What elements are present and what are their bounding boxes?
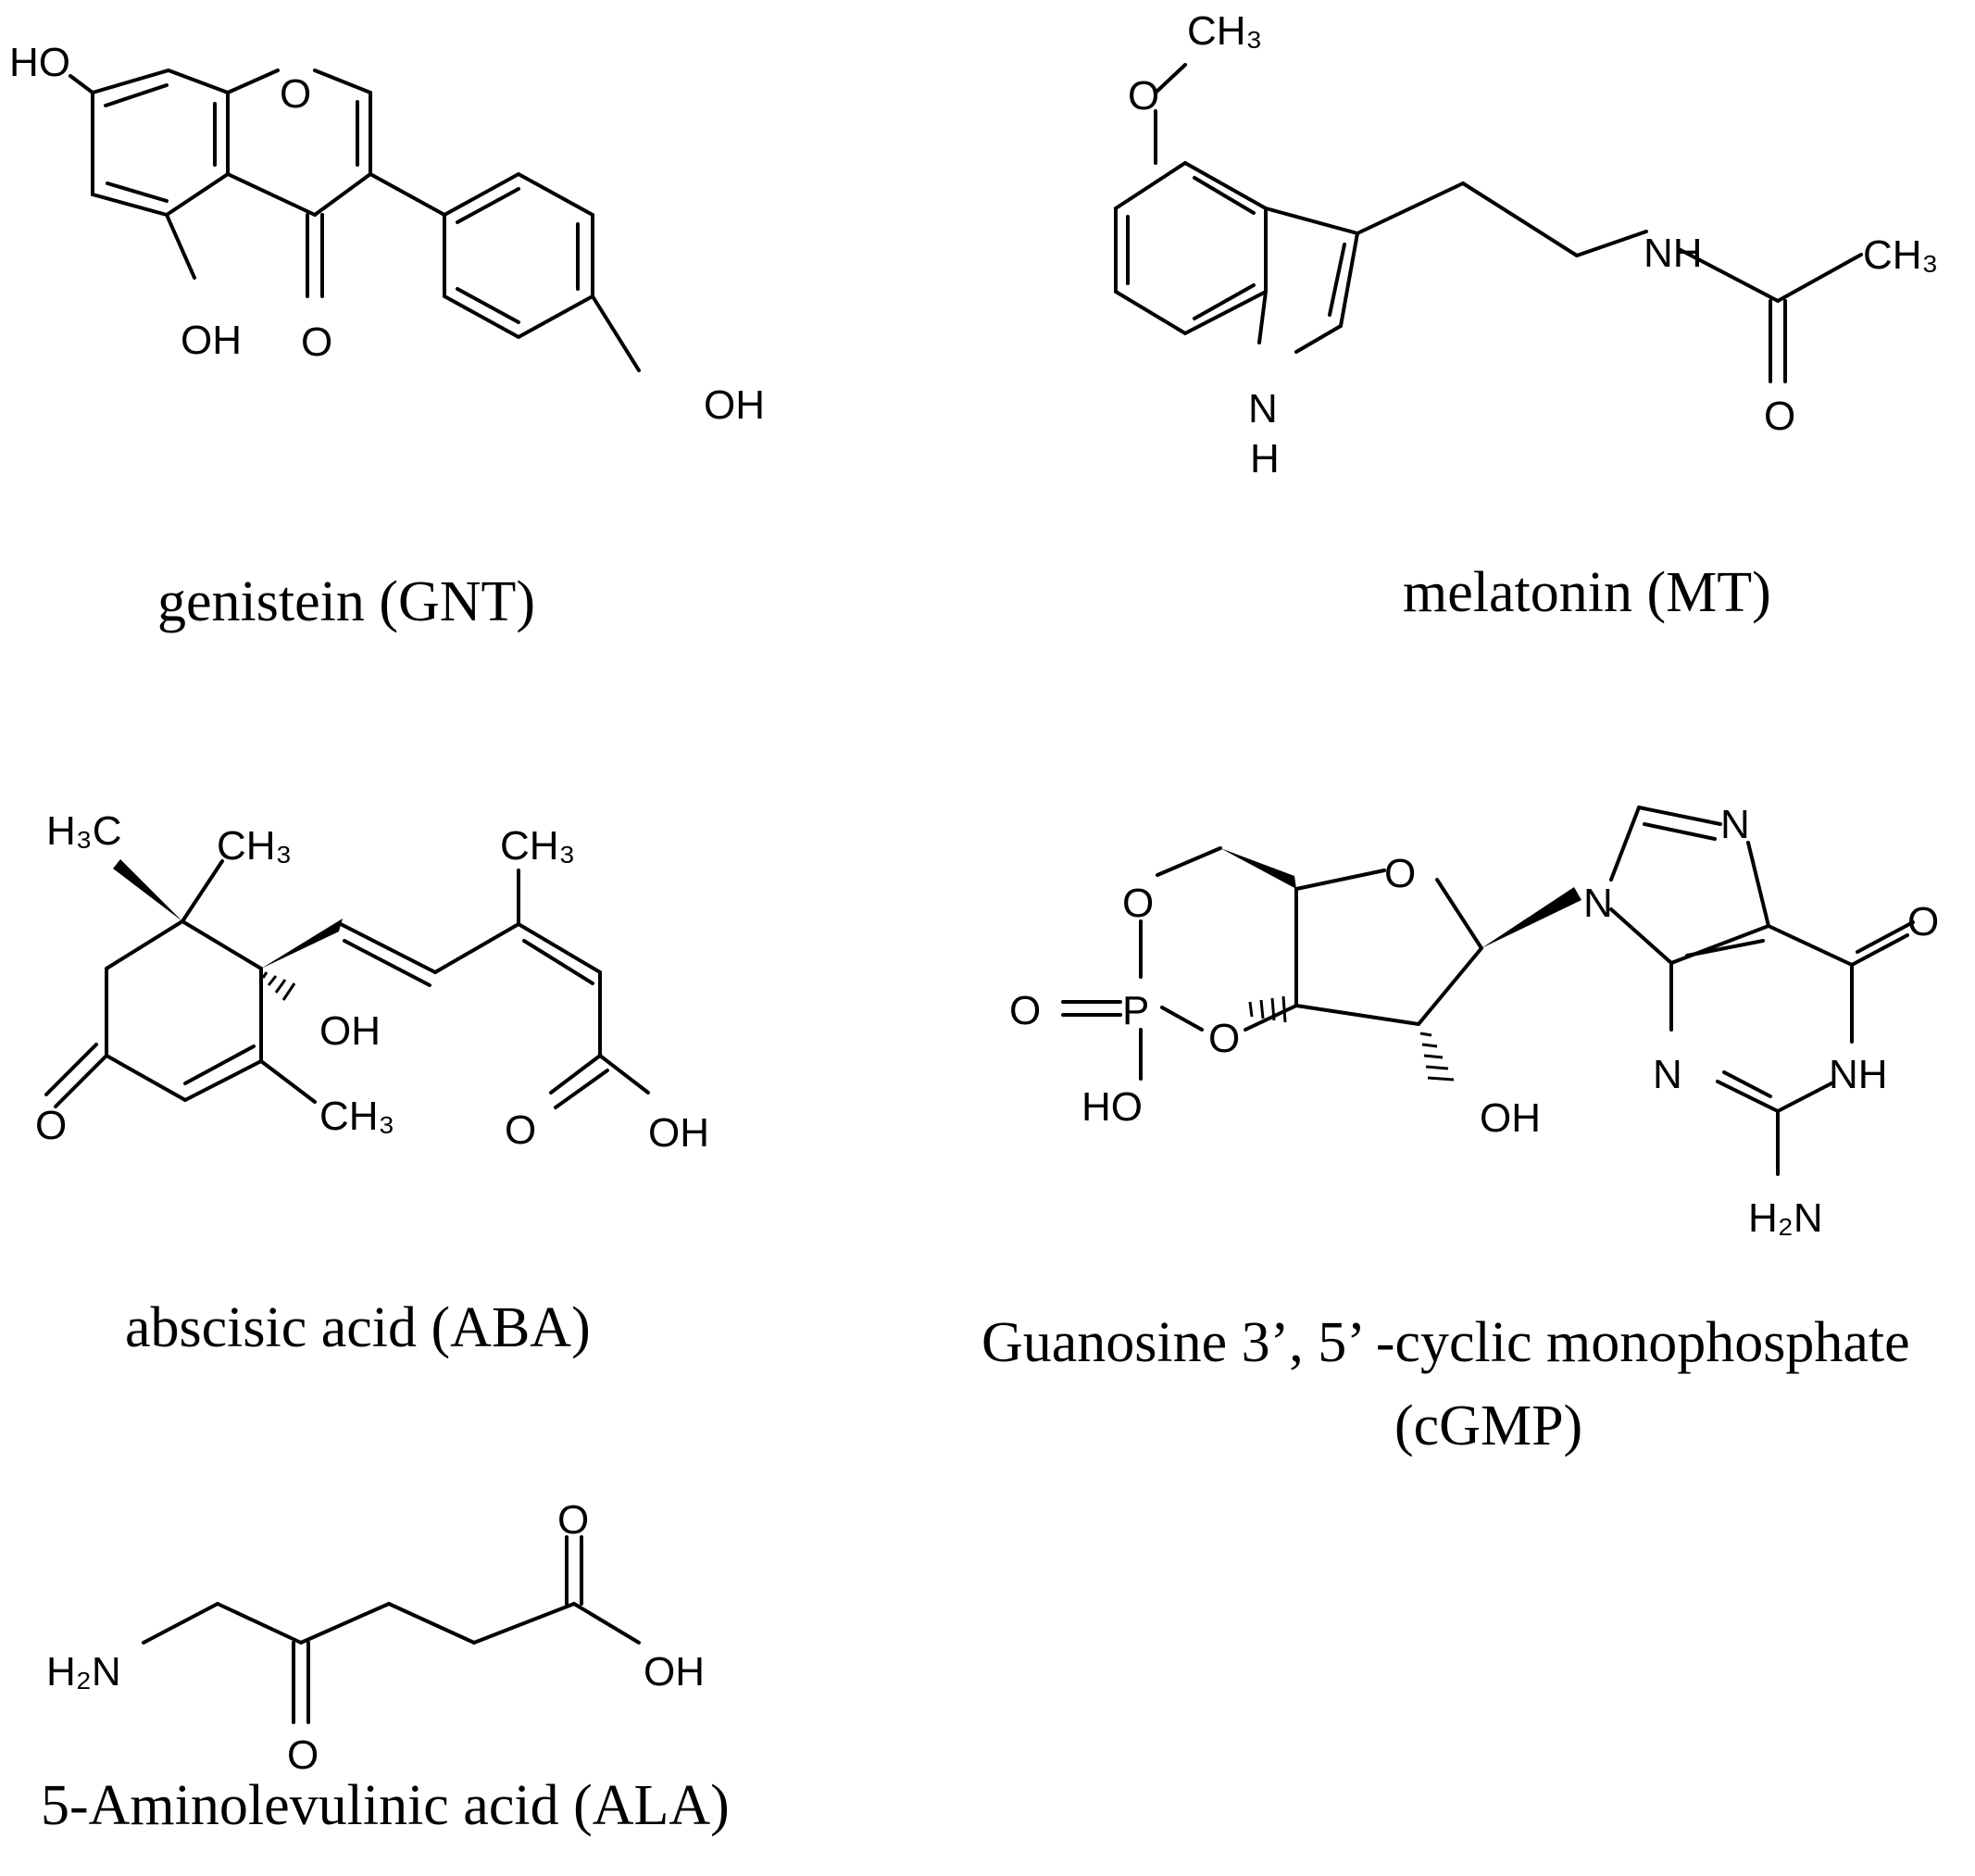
cgmp-structure: N O O N O O P O HO OH N NH H₂N Guanosine… [981, 802, 1939, 1457]
cgmp-phosphate-oxygen-label-2: O [1208, 1016, 1240, 1061]
melatonin-caption: melatonin (MT) [1403, 561, 1771, 624]
cgmp-hash-bond-2 [1419, 1032, 1455, 1082]
aminolevulinic-acid-acid-oxygen-label: O [557, 1497, 589, 1543]
genistein-oh-label-1: OH [181, 318, 242, 363]
melatonin-carbonyl-oxygen-label: O [1764, 394, 1795, 439]
abscisic-acid-structure: H₃C CH₃ CH₃ OH O CH₃ O OH abscisic acid … [35, 808, 709, 1359]
aminolevulinic-acid-oh-label: OH [644, 1649, 705, 1695]
abscisic-acid-methyl-label-3: CH₃ [500, 823, 575, 869]
aminolevulinic-acid-caption: 5-Aminolevulinic acid (ALA) [41, 1774, 730, 1837]
aminolevulinic-acid-ketone-oxygen-label: O [287, 1732, 319, 1778]
cgmp-imidazole-n-label-2: N [1583, 881, 1613, 926]
cgmp-amino-label: H₂N [1748, 1195, 1823, 1241]
abscisic-acid-hydroxyl-label: OH [319, 1008, 381, 1054]
melatonin-methoxy-oxygen-label: O [1128, 73, 1159, 119]
melatonin-methyl-label-2: CH₃ [1863, 232, 1938, 278]
abscisic-acid-hash-bond [261, 971, 296, 1001]
genistein-ring-oxygen-label: O [280, 71, 311, 117]
abscisic-acid-wedge-2 [261, 919, 343, 969]
abscisic-acid-methyl-label-1: H₃C [46, 808, 121, 854]
cgmp-carbonyl-oxygen-label: O [1907, 899, 1939, 944]
cgmp-wedge-2 [1481, 887, 1581, 948]
aminolevulinic-acid-amino-label: H₂N [46, 1649, 121, 1695]
abscisic-acid-bonds [44, 859, 650, 1109]
melatonin-amide-nh-label: NH [1644, 231, 1703, 276]
cgmp-imidazole-n-label-1: N [1720, 802, 1750, 847]
genistein-bonds [69, 68, 641, 372]
melatonin-structure: CH₃ O NH CH₃ O N H melatonin (MT) [1114, 8, 1938, 624]
cgmp-phosphate-oxygen-label-1: O [1122, 881, 1154, 926]
melatonin-indole-n-label: N [1248, 386, 1278, 431]
abscisic-acid-caption: abscisic acid (ABA) [125, 1296, 591, 1359]
abscisic-acid-methyl-label-4: CH₃ [319, 1094, 394, 1139]
genistein-structure: HO O OH O OH genistein (GNT) [9, 40, 765, 633]
genistein-oh-label-2: OH [704, 382, 765, 428]
melatonin-indole-h-label: H [1250, 436, 1280, 482]
cgmp-sugar-oh-label: OH [1480, 1095, 1541, 1141]
cgmp-pyrimidine-nh-label: NH [1829, 1052, 1888, 1097]
genistein-ho-label: HO [9, 40, 70, 85]
cgmp-phosphate-ho-label: HO [1081, 1084, 1143, 1130]
cgmp-caption-line-2: (cGMP) [1394, 1394, 1582, 1457]
cgmp-hash-bond-1 [1248, 995, 1287, 1023]
cgmp-sugar-oxygen-label: O [1384, 851, 1416, 896]
abscisic-acid-wedge-1 [113, 859, 182, 921]
abscisic-acid-acid-oh-label: OH [648, 1110, 709, 1156]
cgmp-pyrimidine-n-label: N [1653, 1052, 1682, 1097]
melatonin-methyl-label-1: CH₃ [1187, 8, 1262, 54]
cgmp-phosphate-doubleo-label: O [1009, 988, 1041, 1033]
genistein-carbonyl-oxygen-label: O [301, 319, 332, 365]
cgmp-caption-line-1: Guanosine 3’, 5’ -cyclic monophosphate [981, 1311, 1910, 1374]
abscisic-acid-ketone-oxygen-label: O [35, 1103, 67, 1148]
abscisic-acid-acid-oxygen-label: O [505, 1107, 536, 1153]
cgmp-bonds [1061, 806, 1915, 1176]
cgmp-wedge-1 [1220, 848, 1296, 889]
genistein-caption: genistein (GNT) [157, 570, 535, 633]
cgmp-phosphorus-label: P [1122, 988, 1149, 1033]
aminolevulinic-acid-bonds [142, 1535, 641, 1724]
aminolevulinic-acid-structure: O H₂N OH O 5-Aminolevulinic acid (ALA) [41, 1497, 730, 1837]
abscisic-acid-methyl-label-2: CH₃ [217, 823, 292, 869]
melatonin-bonds [1114, 63, 1863, 383]
